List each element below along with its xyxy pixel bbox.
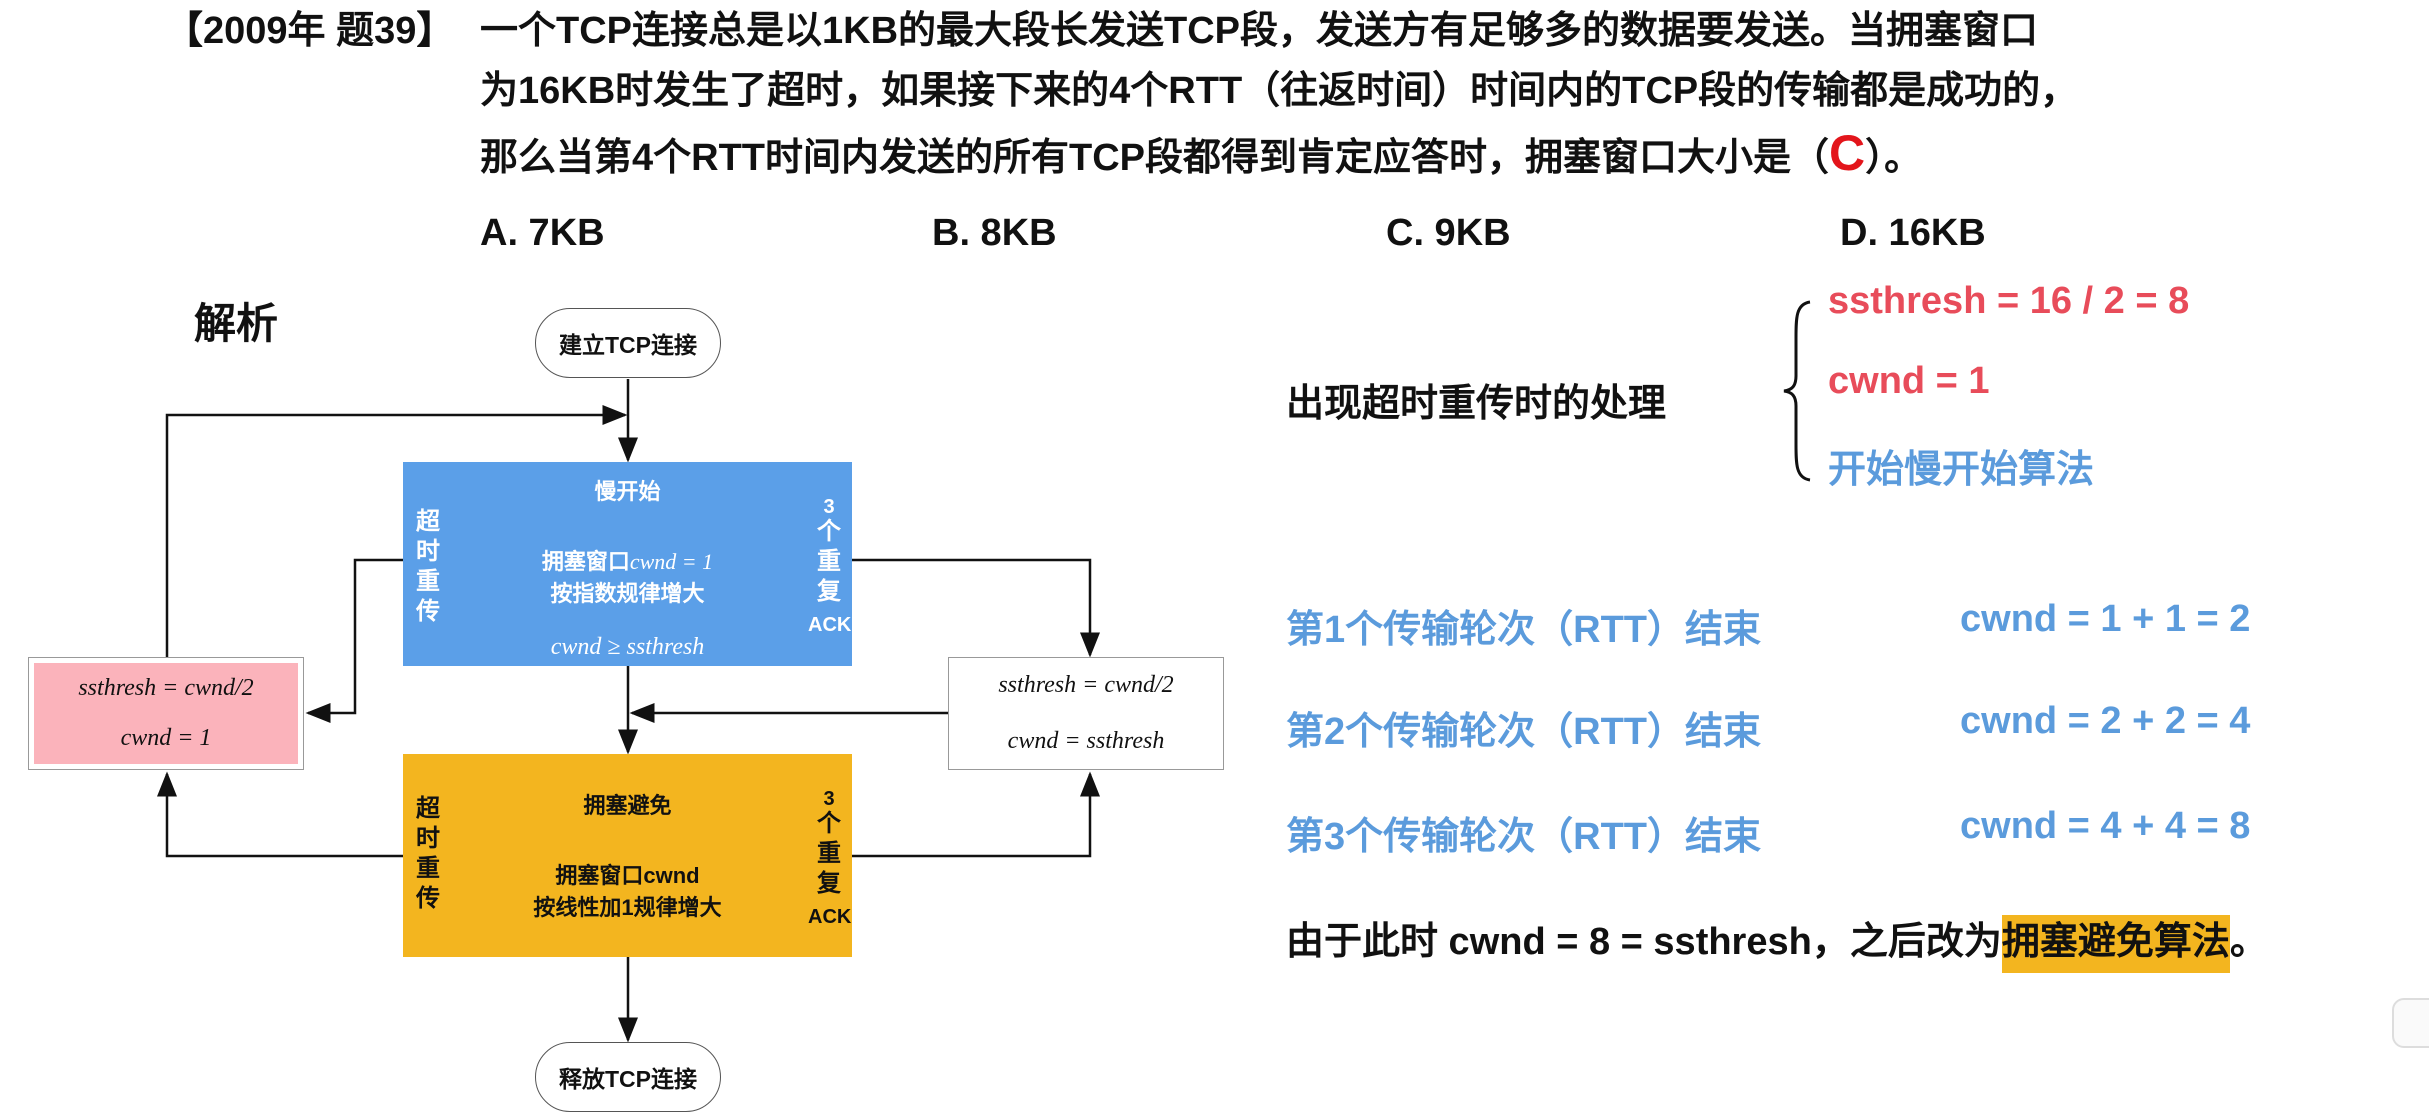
round-2-label: 第2个传输轮次（RTT）结束 xyxy=(1286,711,1762,753)
avoid-line2: 按线性加1规律增大 xyxy=(533,895,722,920)
timeout-ssthresh: ssthresh = cwnd/2 xyxy=(78,674,254,701)
end-node: 释放TCP连接 xyxy=(535,1042,721,1112)
question-tag: 【2009年 题39】 xyxy=(165,10,455,52)
dupack-cwnd: cwnd = ssthresh xyxy=(1007,727,1165,754)
slow-start-dup-label: 个重复 xyxy=(817,518,841,605)
round-1-value: cwnd = 1 + 1 = 2 xyxy=(1960,598,2251,640)
round-1-label: 第1个传输轮次（RTT）结束 xyxy=(1286,609,1762,651)
question-line-3-text: 那么当第4个RTT时间内发送的所有TCP段都得到肯定应答时，拥塞窗口大小是（ xyxy=(480,137,1830,179)
play-icon[interactable] xyxy=(2392,998,2429,1048)
congestion-avoidance-box: 拥塞避免 拥塞窗口cwnd 按线性加1规律增大 超时重传 3 个重复 ACK xyxy=(403,754,852,957)
question-line-2: 为16KB时发生了超时，如果接下来的4个RTT（往返时间）时间内的TCP段的传输… xyxy=(480,70,2079,112)
conclusion-highlight: 拥塞避免算法 xyxy=(2001,915,2230,973)
flow-arrows xyxy=(157,379,1100,1043)
analysis-title: 解析 xyxy=(194,300,279,347)
option-b: B. 8KB xyxy=(932,212,1057,254)
slow-start-timeout-label: 超时重传 xyxy=(416,508,440,625)
conclusion-text: 由于此时 cwnd = 8 = ssthresh，之后改为 xyxy=(1286,921,2002,963)
answer-mark: C xyxy=(1829,125,1866,181)
cwnd-item: cwnd = 1 xyxy=(1828,360,1990,402)
round-3-label: 第3个传输轮次（RTT）结束 xyxy=(1286,816,1762,858)
question-line-3-end: ）。 xyxy=(1865,137,1923,179)
slow-start-item: 开始慢开始算法 xyxy=(1828,449,2095,491)
slow-start-ack-label: ACK xyxy=(808,614,852,636)
round-3-value: cwnd = 4 + 4 = 8 xyxy=(1960,805,2251,847)
timeout-box-fill: ssthresh = cwnd/2 cwnd = 1 xyxy=(34,663,298,764)
avoid-dup-label: 个重复 xyxy=(817,810,841,897)
avoid-ack-label: ACK xyxy=(808,906,852,928)
ssthresh-item: ssthresh = 16 / 2 = 8 xyxy=(1828,280,2190,322)
slow-start-cwnd: cwnd = 1 xyxy=(629,549,714,574)
slow-start-condition: cwnd ≥ ssthresh xyxy=(550,634,705,660)
start-node: 建立TCP连接 xyxy=(535,308,721,378)
slow-start-dup-num: 3 xyxy=(823,496,835,518)
timeout-box: ssthresh = cwnd/2 cwnd = 1 xyxy=(28,657,304,770)
option-c: C. 9KB xyxy=(1386,212,1511,254)
slow-start-box: 慢开始 拥塞窗口cwnd = 1 按指数规律增大 cwnd ≥ ssthresh… xyxy=(403,462,852,666)
timeout-cwnd: cwnd = 1 xyxy=(120,725,212,752)
slow-start-title: 慢开始 xyxy=(594,479,661,504)
slow-start-line1-text: 拥塞窗口 xyxy=(541,549,630,574)
option-d: D. 16KB xyxy=(1840,212,1986,254)
question-line-3: 那么当第4个RTT时间内发送的所有TCP段都得到肯定应答时，拥塞窗口大小是（C）… xyxy=(480,122,1922,189)
avoid-timeout-label: 超时重传 xyxy=(416,795,440,912)
round-2-value: cwnd = 2 + 2 = 4 xyxy=(1960,700,2251,742)
timeout-handling-label: 出现超时重传时的处理 xyxy=(1286,383,1667,425)
avoid-title: 拥塞避免 xyxy=(583,793,672,818)
slow-start-line2: 按指数规律增大 xyxy=(550,581,705,606)
dupack-ssthresh: ssthresh = cwnd/2 xyxy=(998,672,1174,699)
avoid-dup-num: 3 xyxy=(823,788,835,810)
dup-ack-box: ssthresh = cwnd/2 cwnd = ssthresh xyxy=(948,657,1224,770)
avoid-line1: 拥塞窗口cwnd xyxy=(555,863,700,888)
slow-start-line1: 拥塞窗口cwnd = 1 xyxy=(542,544,713,576)
option-a: A. 7KB xyxy=(480,212,605,254)
question-line-1: 一个TCP连接总是以1KB的最大段长发送TCP段，发送方有足够多的数据要发送。当… xyxy=(480,10,2039,52)
conclusion: 由于此时 cwnd = 8 = ssthresh，之后改为拥塞避免算法。 xyxy=(1286,910,2268,973)
conclusion-end: 。 xyxy=(2229,921,2268,963)
brace-icon xyxy=(1783,300,1811,482)
